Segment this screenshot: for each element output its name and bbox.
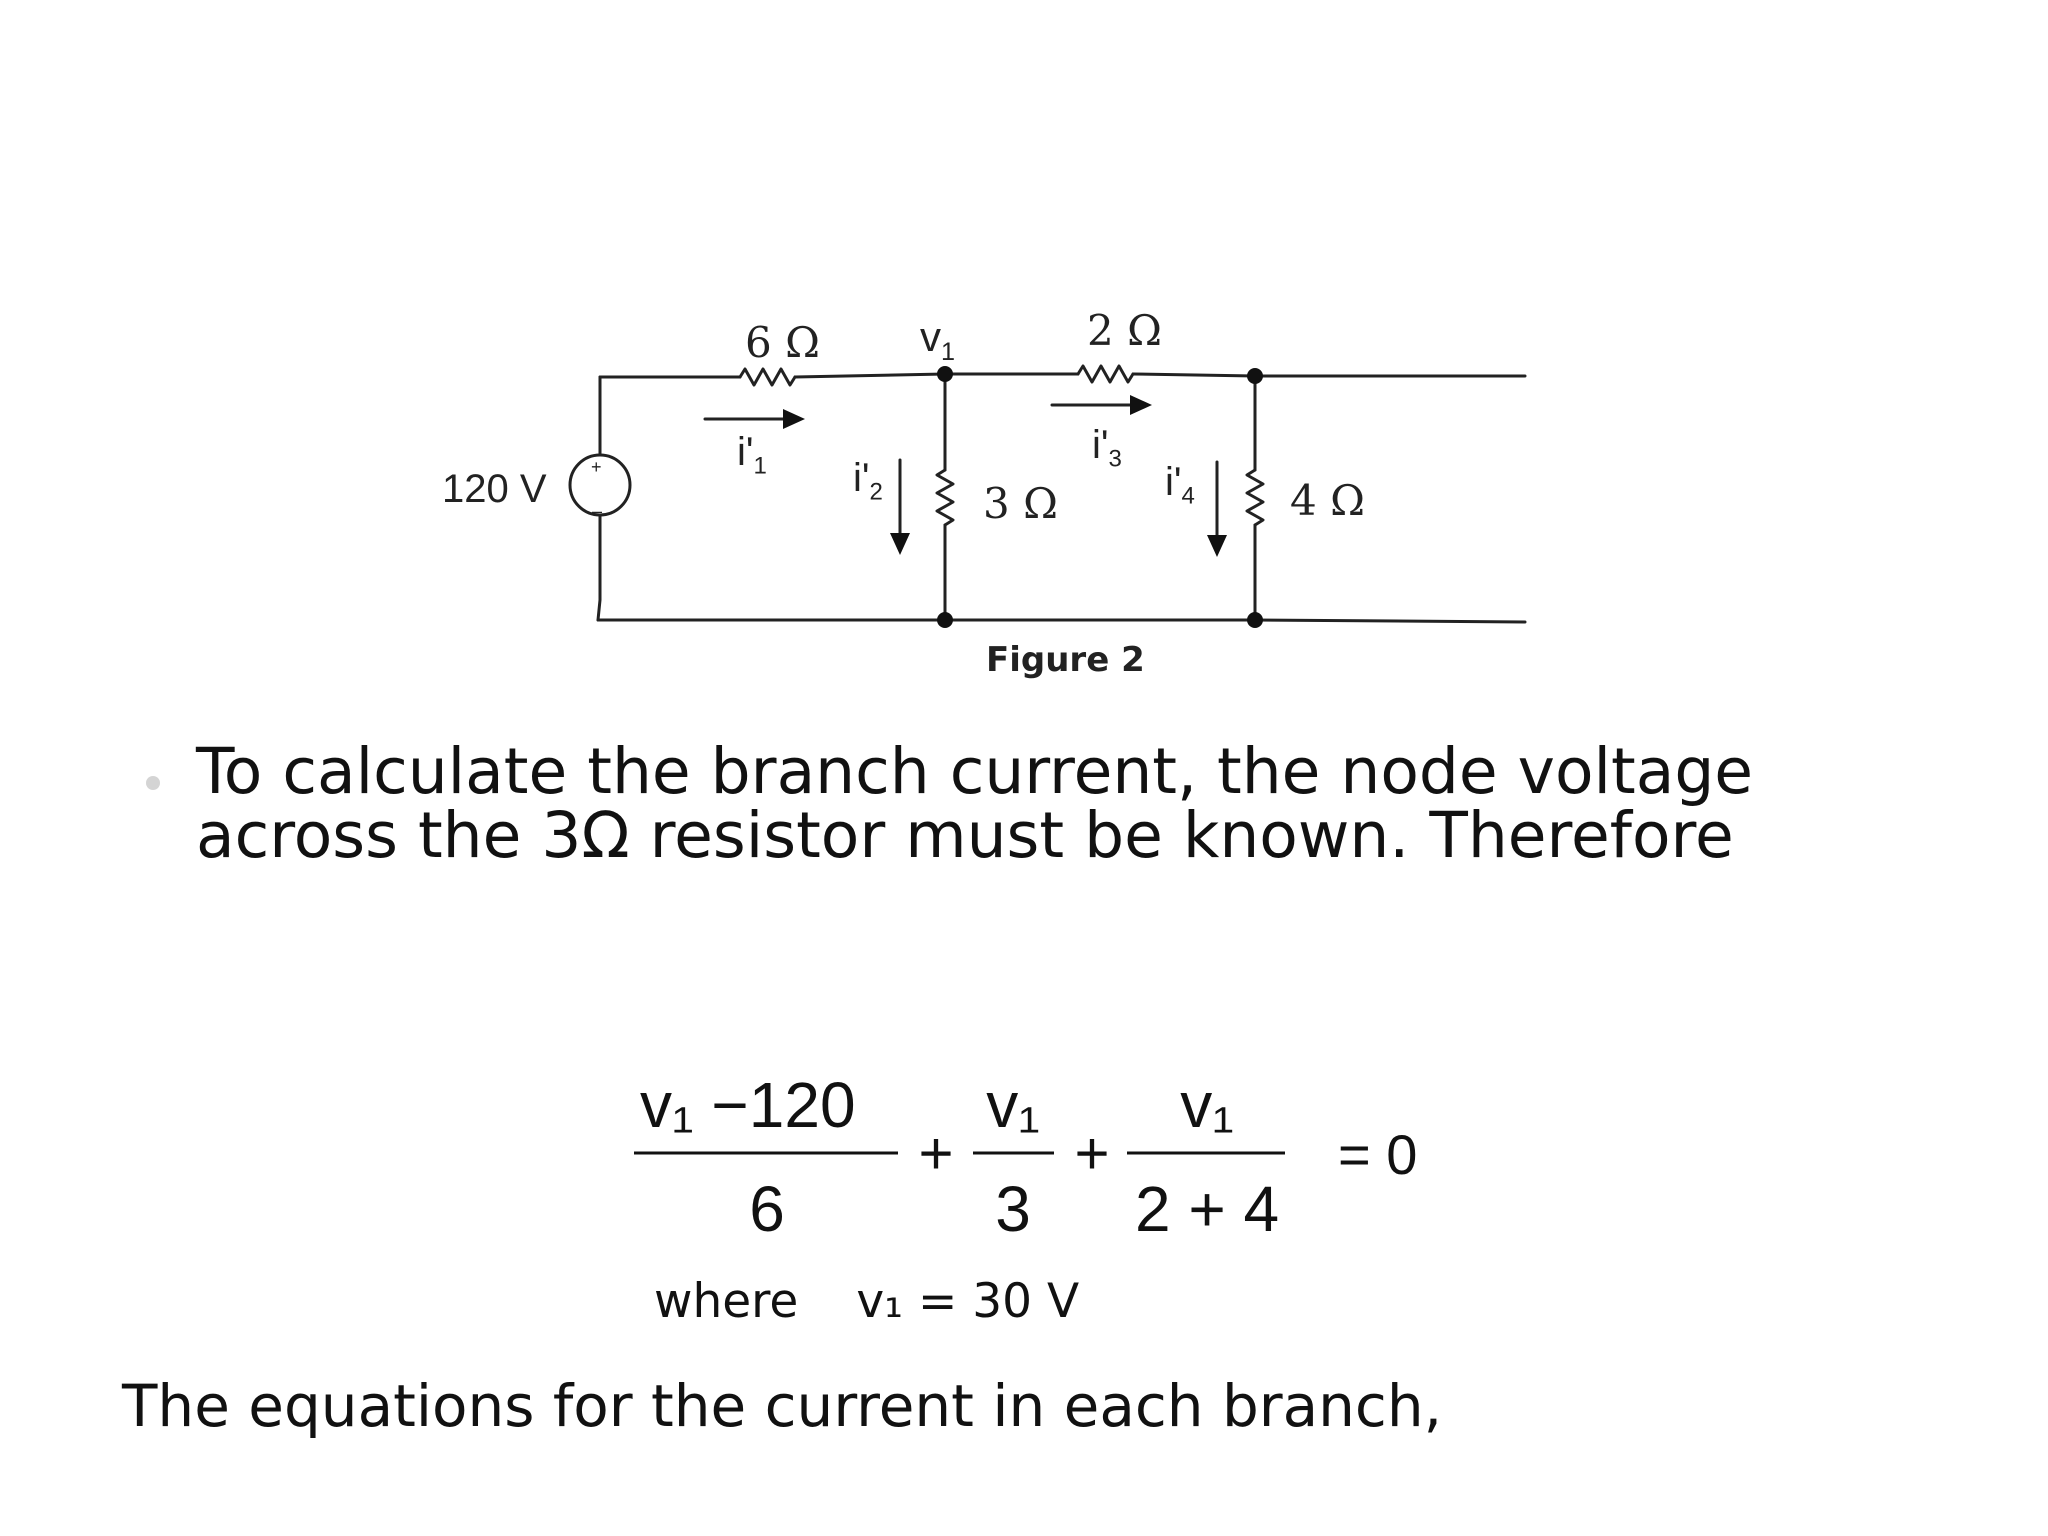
arrowhead-i4 xyxy=(1207,535,1227,557)
node-equation: v₁ −120 6 + v₁ 3 + v₁ 2 + 4 = 0 xyxy=(634,1069,1417,1245)
resistor-6-ohm-label: 6 Ω xyxy=(745,318,820,367)
conclusion-text: The equations for the current in each br… xyxy=(122,1372,1443,1440)
v1-value: v₁ = 30 V xyxy=(856,1274,1080,1329)
arrowhead-i3 xyxy=(1130,395,1152,415)
source-minus-sign: – xyxy=(592,501,603,521)
resistor-4-ohm xyxy=(1245,468,1265,527)
current-label-i1: i'1 xyxy=(737,430,767,480)
node-v1-top xyxy=(937,366,953,382)
node-v1-label: v1 xyxy=(920,313,956,366)
resistor-2-ohm-label: 2 Ω xyxy=(1087,306,1162,355)
resistor-6-ohm xyxy=(738,367,797,387)
figure-caption: Figure 2 xyxy=(986,640,1145,680)
where-word: where xyxy=(654,1274,799,1329)
source-voltage-label: 120 V xyxy=(442,467,547,511)
equation-rhs: = 0 xyxy=(1338,1123,1417,1186)
current-label-i3: i'3 xyxy=(1092,423,1122,473)
term3-numerator: v₁ xyxy=(1180,1069,1234,1141)
resistor-3-ohm-label: 3 Ω xyxy=(983,479,1058,528)
paragraph-text: To calculate the branch current, the nod… xyxy=(196,735,1754,872)
term2-numerator: v₁ xyxy=(986,1069,1040,1141)
term2-denominator: 3 xyxy=(995,1173,1031,1245)
node-v1-bottom xyxy=(937,612,953,628)
arrowhead-i1 xyxy=(783,409,805,429)
resistor-2-ohm xyxy=(1076,364,1135,384)
solution-line: where v₁ = 30 V xyxy=(654,1274,1079,1329)
current-label-i4: i'4 xyxy=(1165,460,1195,510)
plus-sign-2: + xyxy=(1074,1120,1109,1187)
plus-sign-1: + xyxy=(918,1120,953,1187)
wire-source-bottom xyxy=(596,513,602,622)
current-label-i2: i'2 xyxy=(853,456,883,506)
arrowhead-i2 xyxy=(890,533,910,555)
term1-denominator: 6 xyxy=(749,1173,785,1245)
source-plus-sign: + xyxy=(591,457,602,477)
voltage-source xyxy=(568,453,632,517)
node-right-top xyxy=(1247,368,1263,384)
node-right-bottom xyxy=(1247,612,1263,628)
term1-numerator: v₁ −120 xyxy=(640,1069,856,1141)
resistor-3-ohm xyxy=(935,468,955,527)
resistor-4-ohm-label: 4 Ω xyxy=(1290,476,1365,525)
term3-denominator: 2 + 4 xyxy=(1135,1173,1279,1245)
bullet-dot xyxy=(146,776,160,790)
circuit-diagram xyxy=(568,364,1527,628)
